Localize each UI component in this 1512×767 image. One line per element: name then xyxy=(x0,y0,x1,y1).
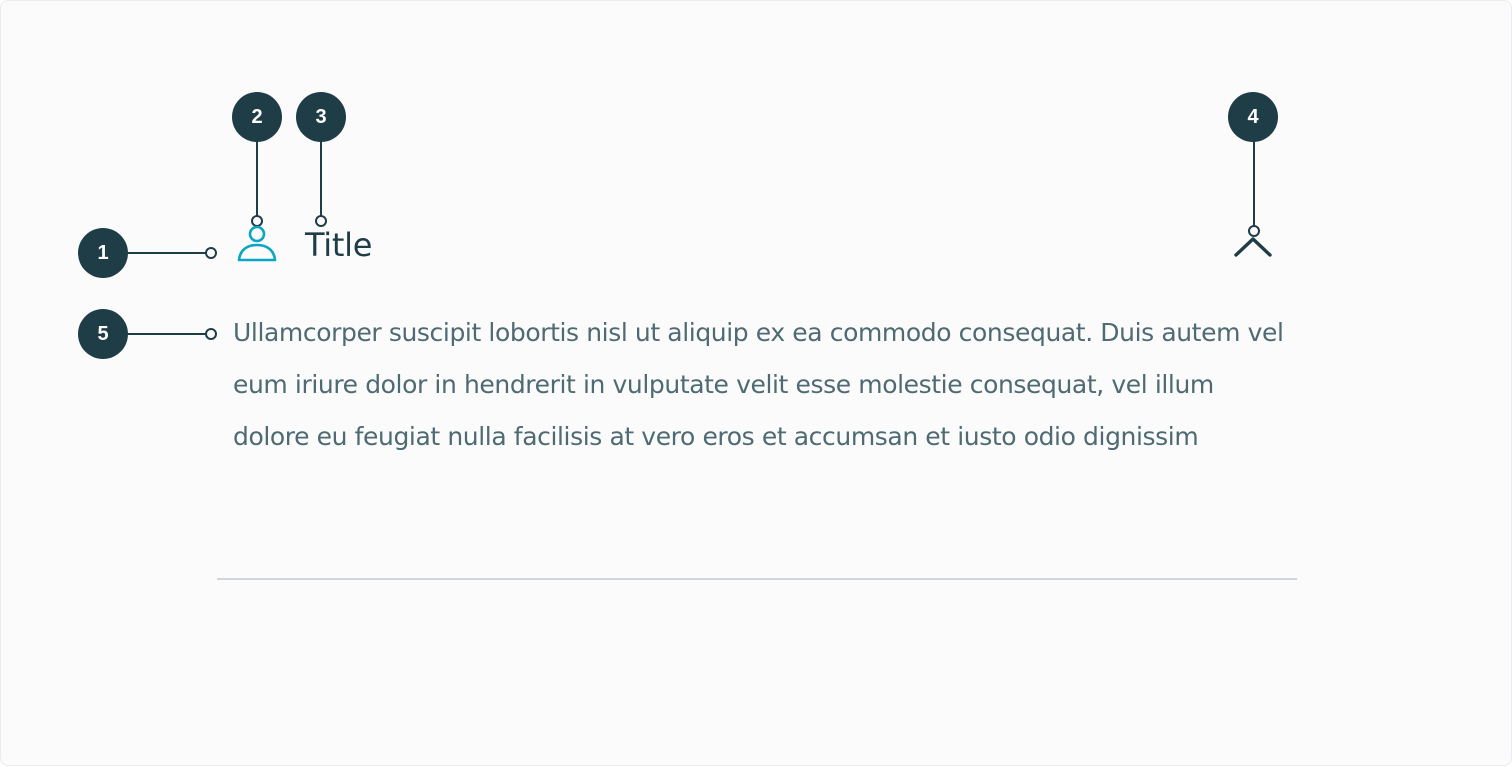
accordion-body-text: Ullamcorper suscipit lobortis nisl ut al… xyxy=(233,318,1284,451)
chevron-up-icon[interactable] xyxy=(1231,227,1275,259)
connector-end-1 xyxy=(205,247,217,259)
callout-badge-2: 2 xyxy=(232,92,282,142)
callout-badge-5: 5 xyxy=(78,309,128,359)
callout-badge-4: 4 xyxy=(1228,92,1278,142)
callout-badge-1: 1 xyxy=(78,228,128,278)
accordion-title: Title xyxy=(305,226,373,264)
connector-end-5 xyxy=(205,328,217,340)
user-icon xyxy=(237,225,277,262)
callout-badge-3: 3 xyxy=(296,92,346,142)
accordion-divider xyxy=(217,578,1297,580)
